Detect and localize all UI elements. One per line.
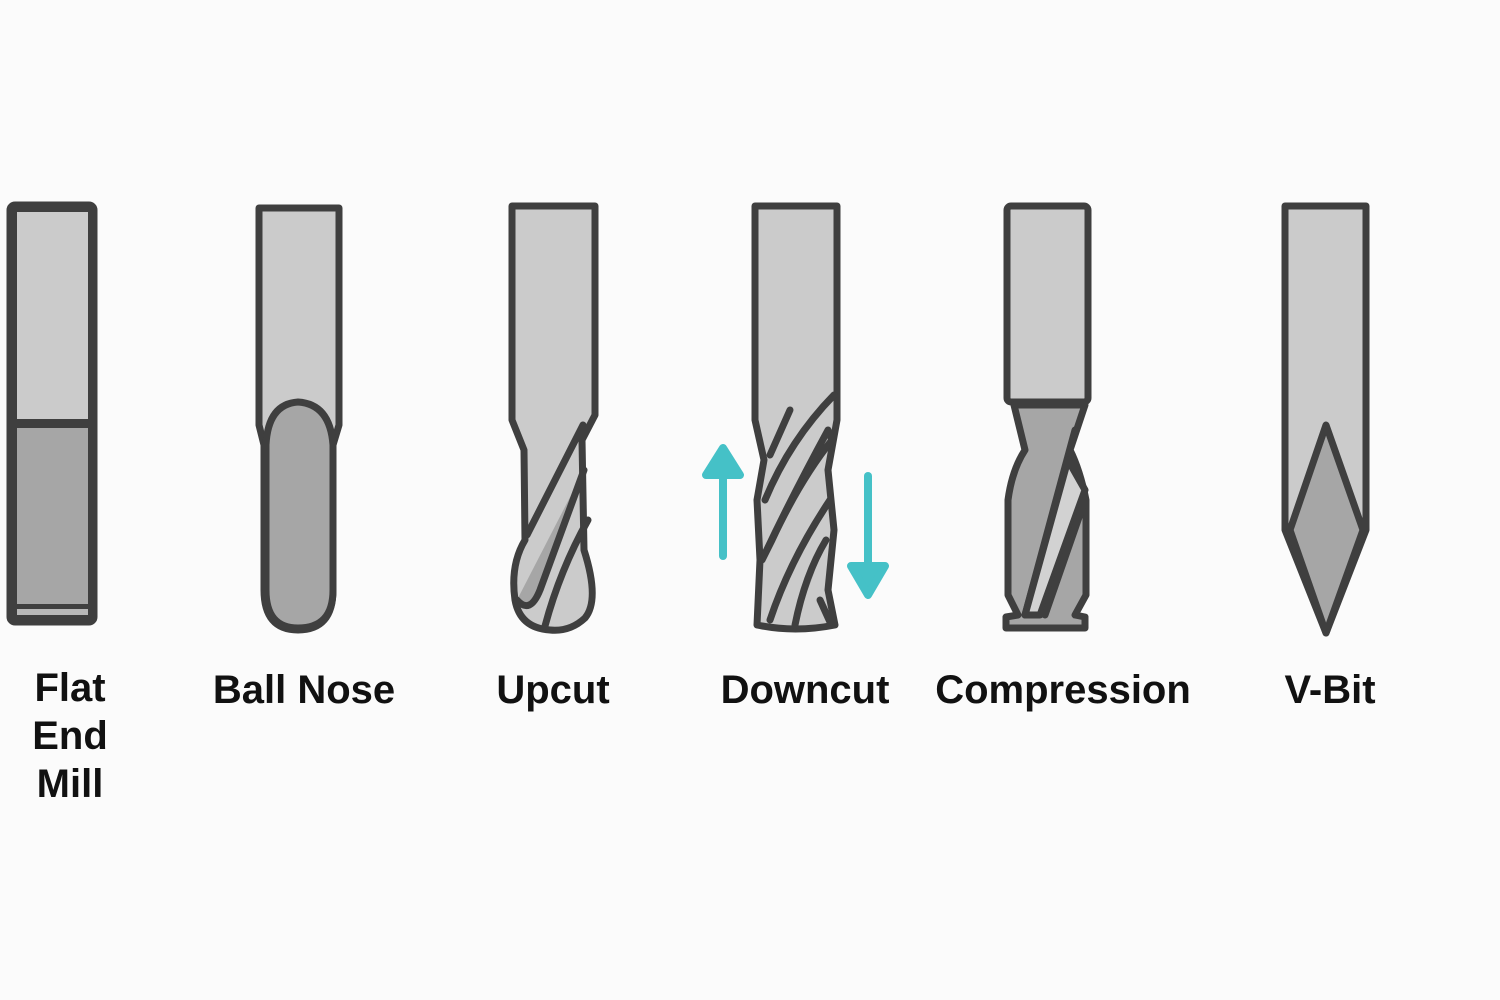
compression-bit — [1002, 202, 1092, 632]
down-arrow-icon — [847, 472, 889, 599]
label-downcut: Downcut — [720, 668, 890, 712]
label-upcut: Upcut — [496, 668, 610, 712]
label-flat-end-mill: Flat End Mill — [32, 666, 108, 806]
flat-end-mill-bit — [6, 201, 98, 626]
upcut-bit — [508, 202, 599, 634]
ball-nose-bit — [255, 204, 343, 634]
label-v-bit: V-Bit — [1284, 668, 1376, 712]
label-ball-nose: Ball Nose — [212, 668, 396, 712]
v-bit — [1281, 202, 1370, 637]
label-compression: Compression — [935, 668, 1191, 712]
up-arrow-icon — [702, 444, 744, 560]
downcut-bit — [751, 202, 841, 633]
